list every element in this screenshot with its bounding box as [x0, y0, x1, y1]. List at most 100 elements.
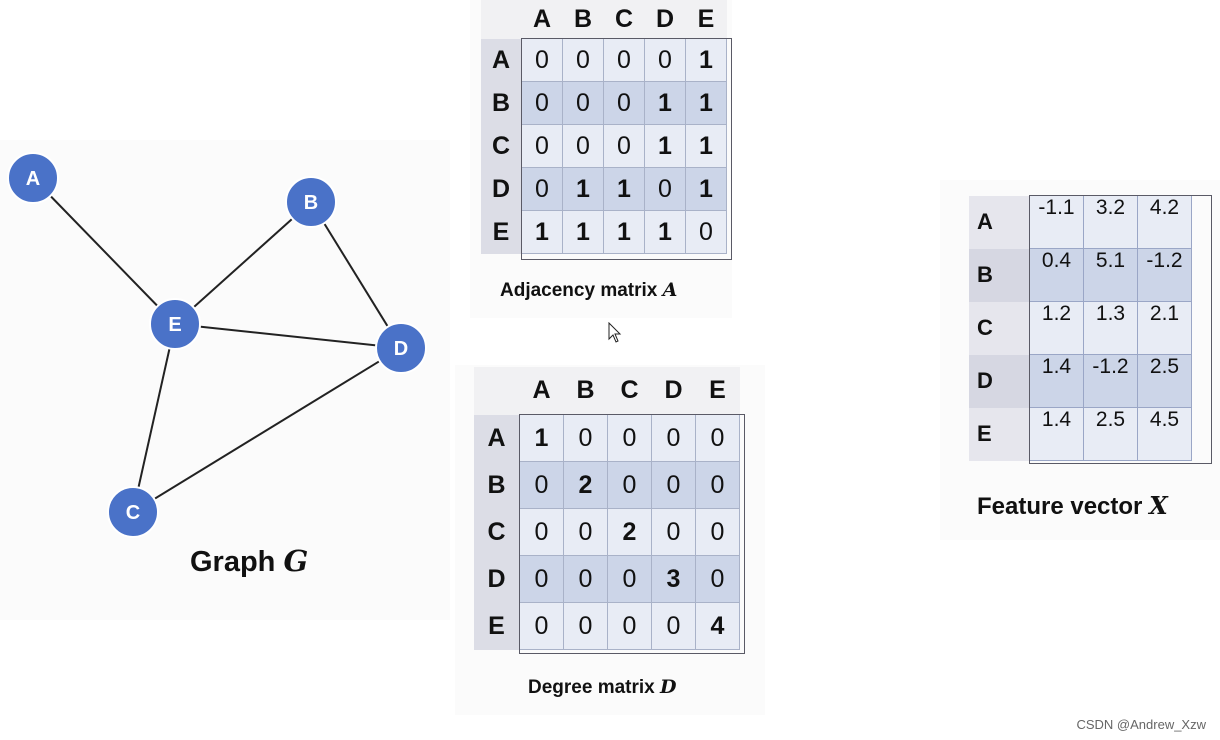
mouse-cursor-icon	[608, 322, 622, 343]
degree-caption-text: Degree matrix	[528, 677, 655, 698]
matrix-cell: 1.4	[1029, 354, 1084, 408]
matrix-cell: 0	[563, 508, 608, 556]
column-header: D	[651, 367, 696, 415]
edge-B-E	[174, 201, 312, 325]
row-header: B	[481, 81, 522, 125]
matrix-cell: 1	[644, 124, 686, 168]
matrix-cell: 0	[521, 124, 563, 168]
matrix-cell: -1.2	[1137, 248, 1192, 302]
matrix-cell: 3	[651, 555, 696, 603]
column-header: C	[607, 367, 652, 415]
edge-C-E	[132, 323, 176, 513]
adjacency-caption: Adjacency matrix A	[500, 279, 677, 302]
graph-caption-text: Graph	[190, 546, 276, 578]
matrix-cell: 1	[644, 210, 686, 254]
matrix-cell: 0	[651, 602, 696, 650]
row-header: A	[481, 38, 522, 82]
matrix-cell: 0	[695, 555, 740, 603]
node-B: B	[285, 176, 337, 228]
node-circle	[285, 176, 337, 228]
row-header: C	[481, 124, 522, 168]
node-circle	[7, 152, 59, 204]
column-header: B	[562, 0, 604, 39]
adjacency-caption-text: Adjacency matrix	[500, 280, 658, 301]
row-header: B	[474, 461, 520, 509]
matrix-cell: 5.1	[1083, 248, 1138, 302]
matrix-cell: 0	[603, 38, 645, 82]
row-header: D	[481, 167, 522, 211]
column-header: A	[521, 0, 563, 39]
matrix-cell: -1.2	[1083, 354, 1138, 408]
matrix-cell: 0	[685, 210, 727, 254]
matrix-cell: 0	[695, 414, 740, 462]
row-header: E	[481, 210, 522, 254]
matrix-cell: 0	[521, 167, 563, 211]
node-circle	[107, 486, 159, 538]
row-header: D	[474, 555, 520, 603]
matrix-cell: 0	[651, 414, 696, 462]
feature-caption: Feature vector X	[977, 491, 1168, 521]
matrix-cell: 4	[695, 602, 740, 650]
matrix-cell: 1	[562, 167, 604, 211]
column-header: D	[644, 0, 686, 39]
matrix-cell: 1	[644, 81, 686, 125]
matrix-cell: 0	[519, 508, 564, 556]
node-D: D	[375, 322, 427, 374]
matrix-cell: 3.2	[1083, 195, 1138, 249]
row-header: E	[969, 407, 1030, 461]
matrix-cell: 0	[644, 167, 686, 211]
matrix-cell: 0	[563, 555, 608, 603]
row-header: C	[969, 301, 1030, 355]
graph-caption-var: G	[283, 544, 309, 578]
column-header: C	[603, 0, 645, 39]
column-header: E	[685, 0, 727, 39]
edge-B-D	[310, 201, 402, 349]
corner-cell	[474, 367, 520, 415]
column-header: B	[563, 367, 608, 415]
matrix-cell: 1	[521, 210, 563, 254]
matrix-cell: 4.5	[1137, 407, 1192, 461]
matrix-cell: 2	[563, 461, 608, 509]
corner-cell	[481, 0, 522, 39]
graph-caption: Graph G	[190, 544, 308, 579]
row-header: C	[474, 508, 520, 556]
matrix-cell: 0	[644, 38, 686, 82]
matrix-cell: 2	[607, 508, 652, 556]
feature-caption-text: Feature vector	[977, 493, 1143, 520]
matrix-cell: 0	[521, 81, 563, 125]
matrix-cell: 0	[651, 508, 696, 556]
matrix-cell: 0	[562, 124, 604, 168]
matrix-cell: 0	[607, 555, 652, 603]
watermark: CSDN @Andrew_Xzw	[1076, 717, 1206, 732]
matrix-cell: 0	[563, 602, 608, 650]
matrix-cell: 1	[685, 81, 727, 125]
matrix-cell: 0	[603, 81, 645, 125]
matrix-cell: 0	[695, 508, 740, 556]
matrix-cell: -1.1	[1029, 195, 1084, 249]
matrix-cell: 0	[563, 414, 608, 462]
edge-A-E	[32, 177, 176, 325]
matrix-cell: 0	[603, 124, 645, 168]
matrix-cell: 1.4	[1029, 407, 1084, 461]
node-C: C	[107, 486, 159, 538]
matrix-cell: 1	[519, 414, 564, 462]
feature-caption-var: X	[1149, 491, 1168, 520]
row-header: D	[969, 354, 1030, 408]
matrix-cell: 0	[562, 81, 604, 125]
matrix-cell: 0	[519, 602, 564, 650]
matrix-cell: 1	[603, 167, 645, 211]
degree-caption-var: D	[660, 676, 677, 698]
column-header: A	[519, 367, 564, 415]
